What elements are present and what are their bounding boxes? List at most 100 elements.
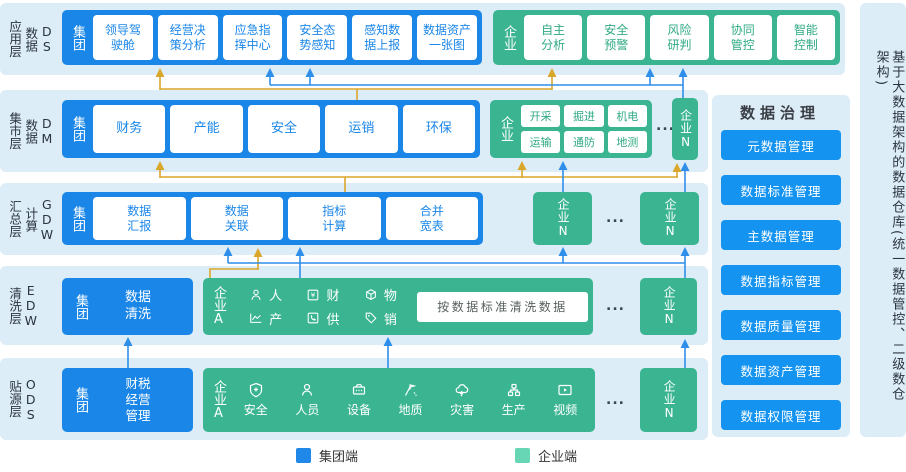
ds-box-self-analysis: 自主 分析	[524, 15, 583, 60]
group-label: 集团	[70, 205, 85, 232]
layer-name: 集市层	[7, 112, 23, 150]
dm-box-environment: 环保	[402, 105, 476, 153]
layer-sub: 计算	[23, 206, 39, 232]
edw-enterprise-n: 企业N	[640, 278, 697, 335]
enterprise-n-label: 企业N	[556, 198, 571, 239]
layer-abbr: ODS	[23, 376, 39, 422]
dm-box-transport: 运输	[521, 131, 561, 153]
ods-enterprise-container: 企业A 安全 人员 设备 地质 灾害 生产 视频	[203, 368, 595, 432]
edw-item-finance: ¥ 财	[294, 285, 351, 304]
dm-box-finance: 财务	[93, 105, 166, 153]
ds-box-intelligent-control: 智能 控制	[776, 15, 836, 60]
legend-group-side: 集团端	[296, 446, 358, 465]
gdw-enterprise-n1: 企业N	[533, 192, 592, 245]
gov-btn-data-permission: 数据权限管理	[721, 400, 841, 430]
layer-label-edw: 清洗层 EDW	[7, 266, 38, 345]
ds-box-emergency-center: 应急指 挥中心	[222, 15, 283, 60]
enterprise-label: 企业A	[211, 286, 226, 327]
item-label: 设备	[346, 403, 371, 417]
item-label: 灾害	[450, 403, 475, 417]
gov-btn-data-standard: 数据标准管理	[721, 175, 841, 205]
group-label: 集团	[73, 387, 88, 413]
layer-name: 清洗层	[7, 286, 23, 325]
person-icon	[302, 383, 313, 396]
legend-enterprise-label: 企业端	[538, 450, 578, 465]
dm-box-excavation: 掘进	[564, 105, 604, 127]
gov-btn-data-asset: 数据资产管理	[721, 355, 841, 385]
ods-finance-management-label: 财税 经营 管理	[125, 375, 151, 424]
geology-icon	[404, 384, 417, 396]
dm-box-safety: 安全	[247, 105, 321, 153]
architecture-side-note: 基于大数据架构的数据仓库(统一数据管控、二级数仓架构)	[873, 50, 905, 403]
gov-btn-master-data: 主数据管理	[721, 220, 841, 250]
edw-item-material: 物	[352, 285, 409, 304]
enterprise-n-label: 企业N	[662, 286, 677, 327]
dm-box-sales: 运销	[325, 105, 398, 153]
shield-plus-icon	[249, 382, 262, 398]
gdw-box-data-report: 数据 汇报	[93, 197, 186, 240]
ellipsis: ...	[606, 298, 625, 314]
enterprise-n-label: 企业N	[662, 379, 677, 421]
layer-label-gdw: 汇总层 计算 GDW	[7, 183, 54, 255]
legend-enterprise-swatch	[515, 448, 530, 463]
ds-enterprise-container: 企业 自主 分析 安全 预警 风险 研判 协同 管控 智能 控制	[493, 10, 840, 65]
gdw-enterprise-n2: 企业N	[640, 192, 699, 245]
item-label: 财	[326, 289, 340, 305]
edw-enterprise-container: 企业A 人 产 ¥ 财 供 物 销	[203, 278, 593, 335]
layer-name: 应用层	[7, 20, 23, 58]
ds-box-security-awareness: 安全态 势感知	[287, 15, 348, 60]
ds-box-collab-control: 协同 管控	[713, 15, 772, 60]
layer-abbr: DS	[39, 24, 55, 54]
gdw-box-merged-wide-table: 合并 宽表	[385, 197, 478, 240]
dm-enterprise-n: 企业N	[672, 98, 698, 160]
group-label: 集团	[70, 24, 85, 51]
item-label: 销	[383, 312, 397, 328]
ds-box-data-reporting: 感知数 据上报	[352, 15, 413, 60]
gdw-box-data-association: 数据 关联	[190, 197, 283, 240]
dm-enterprise-container: 企业 开采 掘进 机电 运输 通防 地测	[490, 100, 652, 158]
enterprise-label: 企业	[498, 116, 513, 142]
chart-icon	[250, 313, 262, 324]
ods-item-safety: 安全	[231, 373, 281, 427]
dm-box-ventilation: 通防	[564, 131, 604, 153]
ds-group-container: 集团 领导驾 驶舱 经营决 策分析 应急指 挥中心 安全态 势感知 感知数 据上…	[62, 10, 482, 65]
ellipsis: ...	[606, 210, 625, 226]
group-label: 集团	[70, 116, 85, 142]
ds-box-safety-warning: 安全 预警	[587, 15, 646, 60]
device-icon	[352, 384, 366, 395]
item-label: 安全	[243, 403, 268, 417]
dm-box-mechatronics: 机电	[607, 105, 647, 127]
ods-item-disaster: 灾害	[437, 373, 487, 427]
disaster-icon	[455, 384, 469, 397]
ellipsis: ...	[606, 392, 625, 408]
edw-data-cleaning-label: 数据 清洗	[124, 289, 151, 322]
item-label: 生产	[501, 403, 526, 417]
gdw-group-container: 集团 数据 汇报 数据 关联 指标 计算 合并 宽表	[62, 192, 483, 245]
edw-item-supply: 供	[294, 309, 351, 328]
governance-title: 数据治理	[740, 104, 821, 122]
dm-group-container: 集团 财务 产能 安全 运销 环保	[62, 100, 480, 158]
layer-sub: 数据	[23, 26, 39, 52]
item-label: 人	[269, 289, 283, 305]
person-icon	[251, 289, 261, 300]
edw-item-personnel: 人	[237, 285, 294, 304]
layer-sub: 数据	[23, 118, 39, 144]
layer-label-ds: 应用层 数据 DS	[7, 3, 55, 75]
production-icon	[507, 383, 520, 397]
ods-enterprise-n: 企业N	[640, 368, 697, 432]
ods-group-box: 集团 财税 经营 管理	[62, 368, 193, 432]
item-label: 物	[383, 289, 397, 305]
video-icon	[558, 384, 572, 396]
item-label: 视频	[553, 403, 578, 417]
safe-icon: ¥	[308, 289, 319, 301]
ods-item-geology: 地质	[386, 373, 436, 427]
legend-group-label: 集团端	[319, 450, 359, 465]
ds-box-risk-judgement: 风险 研判	[650, 15, 709, 60]
layer-name: 汇总层	[7, 200, 23, 238]
gov-btn-data-quality: 数据质量管理	[721, 310, 841, 340]
ods-item-production: 生产	[489, 373, 539, 427]
cube-icon	[365, 288, 376, 300]
item-label: 地质	[398, 403, 423, 417]
edw-item-sales: 销	[352, 309, 409, 328]
enterprise-label: 企业A	[211, 379, 226, 421]
